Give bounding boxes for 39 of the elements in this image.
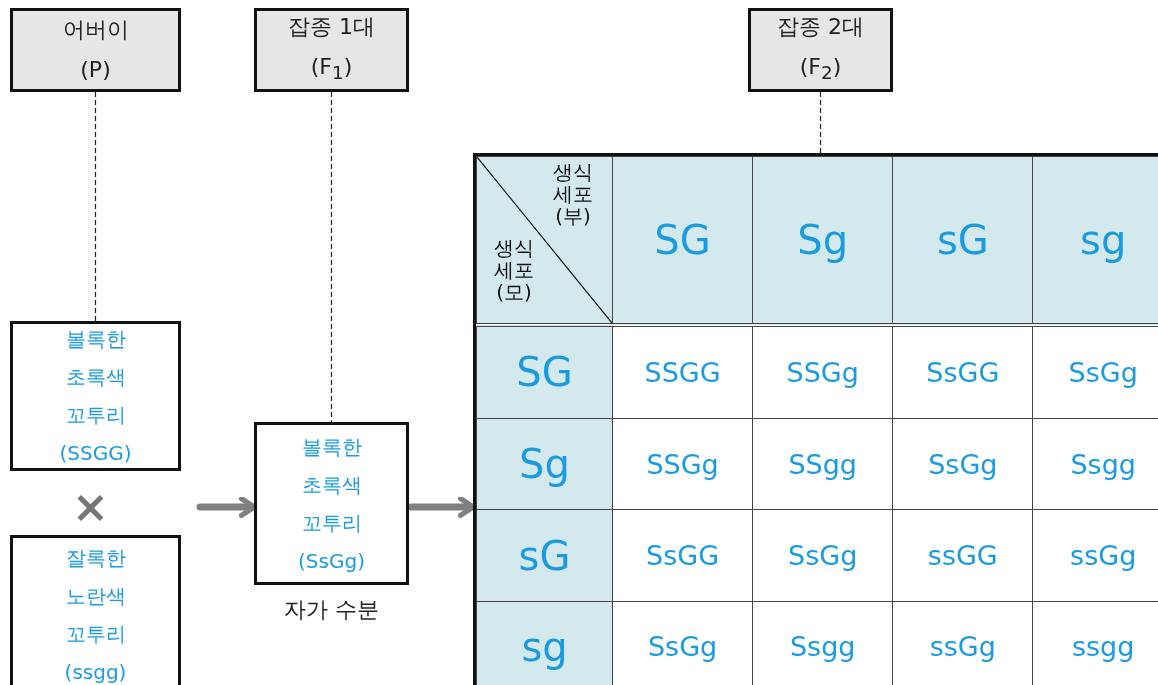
connector-line: [330, 91, 333, 423]
gamete-header: Sg: [752, 156, 893, 325]
gamete-header: sG: [476, 509, 613, 602]
generation-header: [10, 8, 181, 92]
genotype-entry: SsGG: [892, 324, 1033, 419]
connector-line: [94, 91, 97, 322]
arrow: [407, 496, 476, 519]
phenotype-box: [254, 422, 409, 585]
genotype-entry: SSGg: [752, 324, 893, 419]
phenotype-box: [10, 321, 181, 471]
genotype-entry: SSGg: [612, 418, 753, 510]
phenotype-label: 잘록한 노란색 꼬투리 (ssgg): [63, 545, 128, 685]
gamete-axis-label: 생식 세포 (부): [552, 161, 594, 227]
gamete-header: Sg: [476, 418, 613, 510]
gamete-axis-label: 생식 세포 (모): [493, 237, 535, 303]
generation-label: 잡종 1대 (F$_{1}$): [287, 12, 376, 86]
genotype-entry: SsGg: [752, 509, 893, 602]
connector-line: [819, 91, 822, 154]
gamete-header: SG: [612, 156, 753, 325]
genotype-entry: SSgg: [752, 418, 893, 510]
arrow: [196, 496, 257, 519]
phenotype-box: [10, 535, 181, 685]
gamete-header: sg: [1032, 156, 1158, 325]
generation-header: [254, 8, 409, 92]
process-caption: 자가 수분: [284, 596, 379, 624]
gamete-header: sg: [476, 601, 613, 685]
phenotype-label: 볼록한 초록색 꼬투리 (SsGg): [297, 433, 366, 575]
gamete-header: SG: [476, 324, 613, 419]
generation-label: 어버이 (P): [61, 16, 130, 84]
generation-header: [748, 8, 893, 92]
punnett-square-table: [473, 153, 1158, 685]
genotype-entry: SsGg: [892, 418, 1033, 510]
phenotype-label: 볼록한 초록색 꼬투리 (SSGG): [59, 326, 132, 467]
cross-sign: ×: [72, 484, 109, 530]
genotype-entry: ssGG: [892, 509, 1033, 602]
genotype-entry: SSGG: [612, 324, 753, 419]
generation-label: 잡종 2대 (F$_{2}$): [776, 12, 865, 86]
gamete-header: sG: [892, 156, 1033, 325]
genotype-entry: SsGG: [612, 509, 753, 602]
